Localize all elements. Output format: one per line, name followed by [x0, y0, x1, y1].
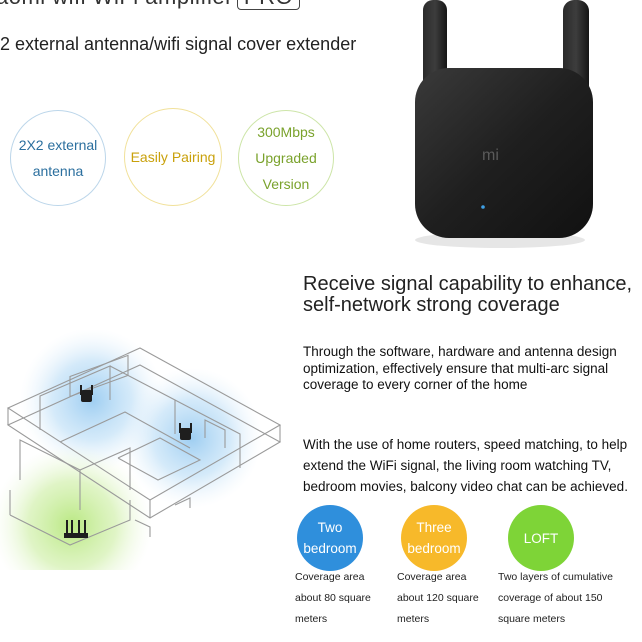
section-paragraph-1: Through the software, hardware and anten…	[303, 344, 617, 392]
section-paragraph-2: With the use of home routers, speed matc…	[303, 437, 628, 494]
feature-speed-line2: Upgraded	[255, 150, 317, 166]
model-badge: PRO	[236, 0, 301, 10]
caption-line: about 120 square	[397, 592, 479, 604]
coverage-three-bedroom-line2: bedroom	[407, 541, 461, 556]
coverage-loft-label: LOFT	[523, 530, 559, 546]
amplifier-body	[415, 68, 593, 238]
caption-line: meters	[295, 613, 328, 625]
coverage-two-bedroom-circle: Two bedroom	[297, 505, 363, 571]
coverage-two-bedroom-line1: Two	[317, 520, 343, 535]
coverage-two-bedroom-caption: Coverage area about 80 square meters	[295, 567, 371, 630]
extender-device-1	[80, 385, 93, 402]
caption-line: meters	[397, 613, 430, 625]
caption-line: about 80 square	[295, 592, 371, 604]
feature-antenna-circle: 2X2 external antenna	[10, 110, 106, 206]
feature-pairing-circle: Easily Pairing	[124, 108, 222, 206]
caption-line: square meters	[498, 613, 566, 625]
feature-antenna-line2: antenna	[32, 163, 84, 179]
coverage-loft-circle: LOFT	[508, 505, 574, 571]
amplifier-product-image: mi	[415, 0, 593, 248]
coverage-three-bedroom-line1: Three	[416, 520, 452, 535]
coverage-three-bedroom-circle: Three bedroom	[401, 505, 467, 571]
status-led	[481, 205, 485, 209]
feature-speed-line3: Version	[262, 176, 310, 192]
house-coverage-illustration	[0, 330, 282, 570]
product-title: aomi wifi WiFi amplifierPRO	[0, 0, 301, 10]
product-subtitle: 2 external antenna/wifi signal cover ext…	[0, 34, 357, 54]
section-heading: Receive signal capability to enhance, se…	[303, 273, 633, 316]
product-title-text: aomi wifi WiFi amplifier	[0, 0, 233, 9]
caption-line: coverage of about 150	[498, 592, 603, 604]
coverage-two-bedroom-line2: bedroom	[303, 541, 357, 556]
caption-line: Coverage area	[397, 571, 467, 583]
caption-line: Two layers of cumulative	[498, 571, 613, 583]
coverage-three-bedroom-caption: Coverage area about 120 square meters	[397, 567, 479, 630]
feature-speed-line1: 300Mbps	[257, 124, 315, 140]
extender-device-2	[179, 423, 192, 440]
coverage-zone-2	[122, 368, 262, 508]
feature-antenna-line1: 2X2 external	[18, 137, 98, 153]
mi-logo: mi	[482, 147, 499, 164]
feature-pairing-label: Easily Pairing	[130, 149, 216, 165]
coverage-loft-caption: Two layers of cumulative coverage of abo…	[498, 567, 613, 630]
caption-line: Coverage area	[295, 571, 365, 583]
router-device	[64, 520, 88, 538]
